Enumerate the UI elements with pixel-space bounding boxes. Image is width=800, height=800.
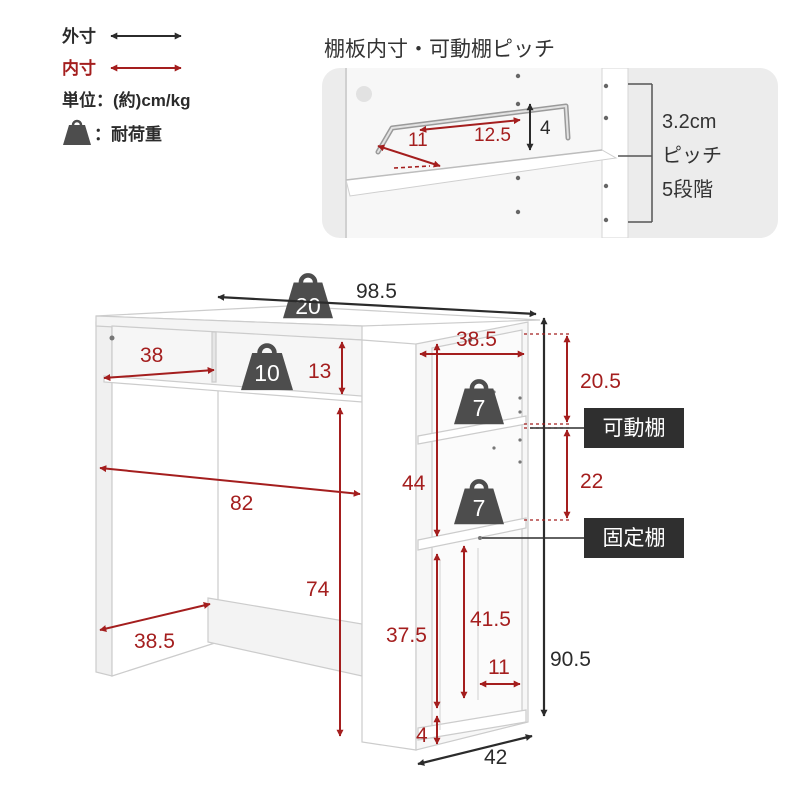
arrow-top-inner-width <box>103 366 215 382</box>
arrow-inner-width <box>99 465 361 497</box>
inset-steps-label: 5段階 <box>662 178 713 201</box>
movable-shelf-callout <box>584 408 684 448</box>
inset-dim-11: 11 <box>408 130 428 151</box>
outer-dimension-arrows <box>217 293 548 766</box>
inset-arrow-12-5 <box>419 117 521 133</box>
dim-bottom-depth: 38.5 <box>134 630 175 653</box>
dim-lower-inner-height: 41.5 <box>470 608 511 631</box>
legend-load-label: ：耐荷重 <box>94 124 162 144</box>
dim-top-inner-height: 13 <box>308 360 331 383</box>
movable-shelf-label: 可動棚 <box>603 417 666 440</box>
dim-bottom-gap: 4 <box>416 724 428 747</box>
arrow-bottom-depth <box>99 602 211 632</box>
inset-dim-4: 4 <box>540 118 551 139</box>
legend: 外寸 内寸 単位：(約)cm/kg ：耐荷重 <box>62 26 190 146</box>
dim-width: 98.5 <box>356 280 397 303</box>
legend-unit-label: 単位：(約)cm/kg <box>62 90 190 110</box>
shelf-pitch-inset: 棚板内寸・可動棚ピッチ 11 12.5 4 <box>322 38 778 238</box>
dim-upper-height: 20.5 <box>580 370 621 393</box>
dim-knee-height: 74 <box>306 578 330 601</box>
left-panel-edge <box>95 321 113 677</box>
inset-pitch-value: 3.2cm <box>662 111 716 133</box>
dim-side-depth: 38.5 <box>456 328 497 351</box>
load-upper-shelf: 10 <box>254 360 280 386</box>
arrow-depth <box>417 734 533 766</box>
fixed-shelf-callout <box>584 518 684 558</box>
load-top: 20 <box>295 293 321 319</box>
dim-middle-height: 22 <box>580 470 603 493</box>
fixed-shelf-label: 固定棚 <box>603 527 666 550</box>
inset-dim-12-5: 12.5 <box>474 125 511 146</box>
inset-arrow-11 <box>377 144 441 168</box>
dashed-guides <box>524 333 572 521</box>
dim-depth: 42 <box>484 746 507 769</box>
load-mid-shelf-2: 7 <box>473 495 486 521</box>
legend-weight-icon <box>62 119 92 146</box>
dimension-labels: 98.5 38.5 38 13 82 74 38.5 90.5 42 20.5 … <box>134 280 621 769</box>
fixed-shelf-board <box>417 517 527 551</box>
arrow-width <box>217 293 537 318</box>
side-unit-front <box>361 339 417 751</box>
dim-height: 90.5 <box>550 648 591 671</box>
dim-lower-depth: 11 <box>488 656 510 679</box>
legend-outer-label: 外寸 <box>62 26 96 46</box>
inset-title: 棚板内寸・可動棚ピッチ <box>324 38 555 61</box>
dim-mid-column-height: 44 <box>402 472 426 495</box>
inner-dimension-arrows <box>99 335 571 745</box>
legend-inner-label: 内寸 <box>62 58 96 78</box>
dim-top-inner-width: 38 <box>140 344 163 367</box>
back-panel <box>207 597 363 677</box>
load-mid-shelf-1: 7 <box>473 395 486 421</box>
desk-illustration <box>95 305 541 751</box>
inset-pitch-label: ピッチ <box>662 145 722 167</box>
dim-lower-height: 37.5 <box>386 624 427 647</box>
dim-inner-width: 82 <box>230 492 253 515</box>
